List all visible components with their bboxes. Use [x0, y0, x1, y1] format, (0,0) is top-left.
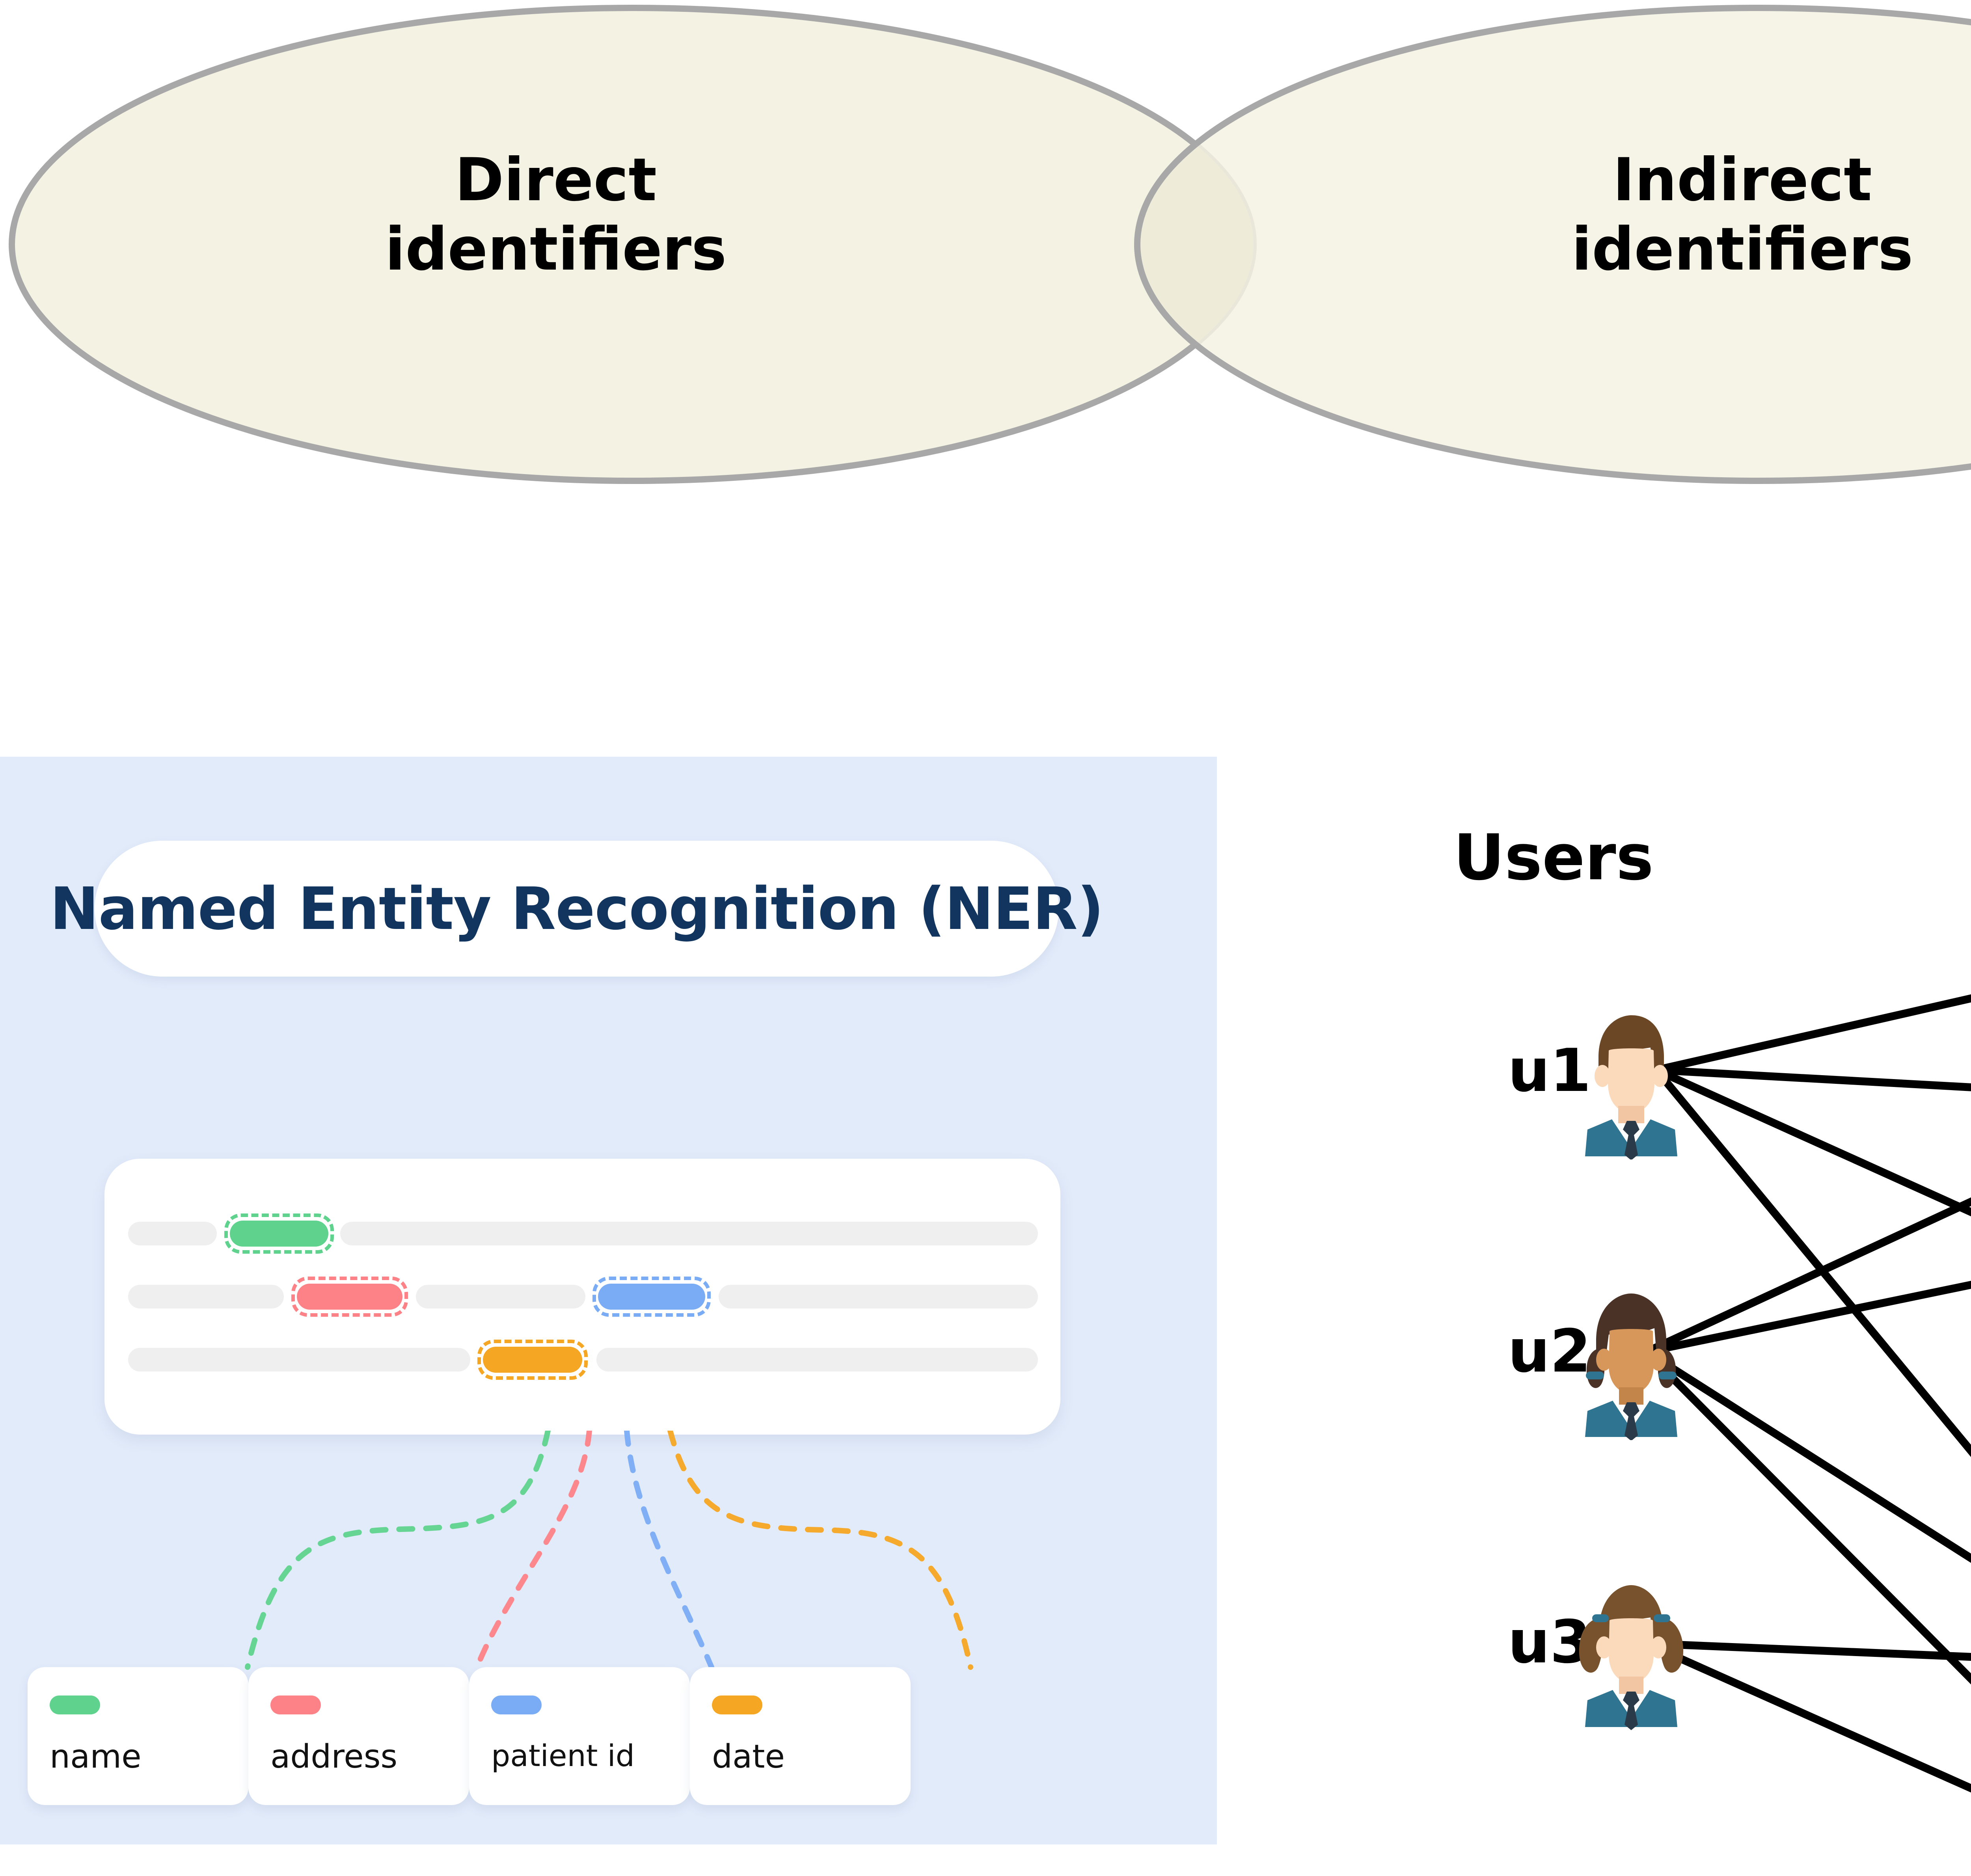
hair-band-left: [1586, 1372, 1604, 1379]
ner-panel: Named Entity Recognition (NER): [0, 757, 1217, 1844]
text-token: [719, 1285, 1038, 1308]
tie-shape: [1623, 1121, 1639, 1159]
entity-tag-card-patient-id[interactable]: patient id: [469, 1667, 690, 1805]
ner-title-card: Named Entity Recognition (NER): [50, 841, 1104, 977]
neck-shape: [1619, 1387, 1643, 1405]
entity-fill: [598, 1284, 705, 1310]
neck-shape: [1619, 1677, 1643, 1694]
edge-u2-W3: [1645, 1280, 1971, 1356]
ear-left: [1596, 1349, 1612, 1371]
entity-tag-card-address[interactable]: address: [248, 1667, 469, 1805]
avatar-u1: [1585, 1015, 1677, 1159]
ear-right: [1652, 1065, 1668, 1087]
edge-u1-W2: [1656, 1066, 1971, 1091]
entity-dashed-outline: [592, 1277, 711, 1317]
tag-color-swatch: [712, 1695, 762, 1714]
entity-highlight-address[interactable]: [291, 1277, 408, 1317]
ear-left: [1595, 1065, 1610, 1087]
connector-curve-name: [245, 1431, 551, 1670]
edge-u2-W2: [1645, 1197, 1971, 1356]
hair-band-right: [1658, 1372, 1677, 1379]
ner-document-card: [104, 1159, 1060, 1435]
user-label-u3: u3: [1508, 1608, 1591, 1677]
user-word-bipartite-graph: Users Words u1 u2 u3: [1217, 729, 1971, 1876]
tag-label: patient id: [491, 1738, 635, 1773]
neck-shape: [1618, 1106, 1644, 1123]
face-shape: [1608, 1048, 1654, 1113]
document-line: [104, 1213, 1060, 1254]
edge-u2-W6: [1643, 1349, 1971, 1685]
tie-shape: [1623, 1692, 1639, 1730]
pigtail-left: [1579, 1618, 1603, 1673]
face-shape: [1609, 1618, 1654, 1683]
document-line: [104, 1277, 1060, 1317]
avatar-u3: [1579, 1585, 1684, 1730]
ear-right: [1651, 1349, 1666, 1371]
edge-u2-W4: [1644, 1348, 1971, 1563]
entity-highlight-name[interactable]: [224, 1213, 334, 1254]
tie-shape: [1623, 1402, 1639, 1440]
tag-label: address: [270, 1738, 398, 1776]
vest-shape: [1585, 1401, 1677, 1437]
entity-highlight-date[interactable]: [477, 1340, 588, 1380]
venn-svg: [9, 5, 1971, 484]
edge-u3-W6: [1645, 1640, 1971, 1793]
text-token: [416, 1285, 585, 1308]
face-shape: [1609, 1329, 1654, 1394]
connector-curve-date: [667, 1431, 973, 1670]
tag-label: name: [50, 1738, 142, 1776]
vest-shape: [1585, 1690, 1677, 1727]
vest-shape: [1585, 1119, 1677, 1156]
tag-label: date: [712, 1738, 785, 1776]
text-token: [128, 1285, 284, 1308]
ear-left: [1596, 1636, 1612, 1658]
users-column-heading: Users: [1453, 821, 1654, 894]
entity-highlight-patient-id[interactable]: [592, 1277, 711, 1317]
edge-u1-W1: [1655, 994, 1971, 1074]
edge-u3-W5: [1646, 1640, 1971, 1661]
entity-dashed-outline: [291, 1277, 408, 1317]
entity-dashed-outline: [477, 1340, 588, 1380]
user-label-u1: u1: [1508, 1037, 1591, 1105]
ner-title-label: Named Entity Recognition (NER): [50, 875, 1104, 943]
pigtail-right: [1660, 1618, 1684, 1673]
entity-tag-card-date[interactable]: date: [690, 1667, 911, 1805]
hair-band-left: [1592, 1614, 1609, 1622]
venn-diagram: Direct identifiers Indirect identifiers: [0, 0, 1971, 552]
connector-curve-address: [474, 1431, 592, 1670]
text-token: [596, 1348, 1038, 1372]
avatar-u2: [1585, 1293, 1677, 1440]
text-token: [340, 1222, 1038, 1245]
hair-band-right: [1654, 1614, 1670, 1622]
edge-u1-W3: [1654, 1066, 1971, 1217]
text-token: [128, 1348, 470, 1372]
entity-tag-card-name[interactable]: name: [28, 1667, 248, 1805]
tag-color-swatch: [50, 1695, 100, 1714]
venn-label-indirect-identifiers: Indirect identifiers: [1571, 146, 1913, 284]
edge-u1-W5: [1653, 1067, 1971, 1457]
tag-color-swatch: [270, 1695, 321, 1714]
entity-connector-lines: [245, 1431, 973, 1670]
entity-dashed-outline: [224, 1213, 334, 1254]
ear-right: [1651, 1636, 1666, 1658]
venn-label-direct-identifiers: Direct identifiers: [385, 146, 727, 284]
entity-fill: [230, 1221, 328, 1247]
entity-fill: [297, 1284, 402, 1310]
graph-edges-svg: [1643, 994, 1971, 1793]
venn-overlap-region: [1134, 8, 1254, 481]
connector-curve-patient-id: [624, 1431, 714, 1670]
tag-color-swatch: [491, 1695, 542, 1714]
hair-shape: [1598, 1015, 1664, 1076]
text-token: [128, 1222, 217, 1245]
document-line: [104, 1340, 1060, 1380]
entity-fill: [483, 1347, 582, 1373]
user-label-u2: u2: [1508, 1317, 1591, 1386]
